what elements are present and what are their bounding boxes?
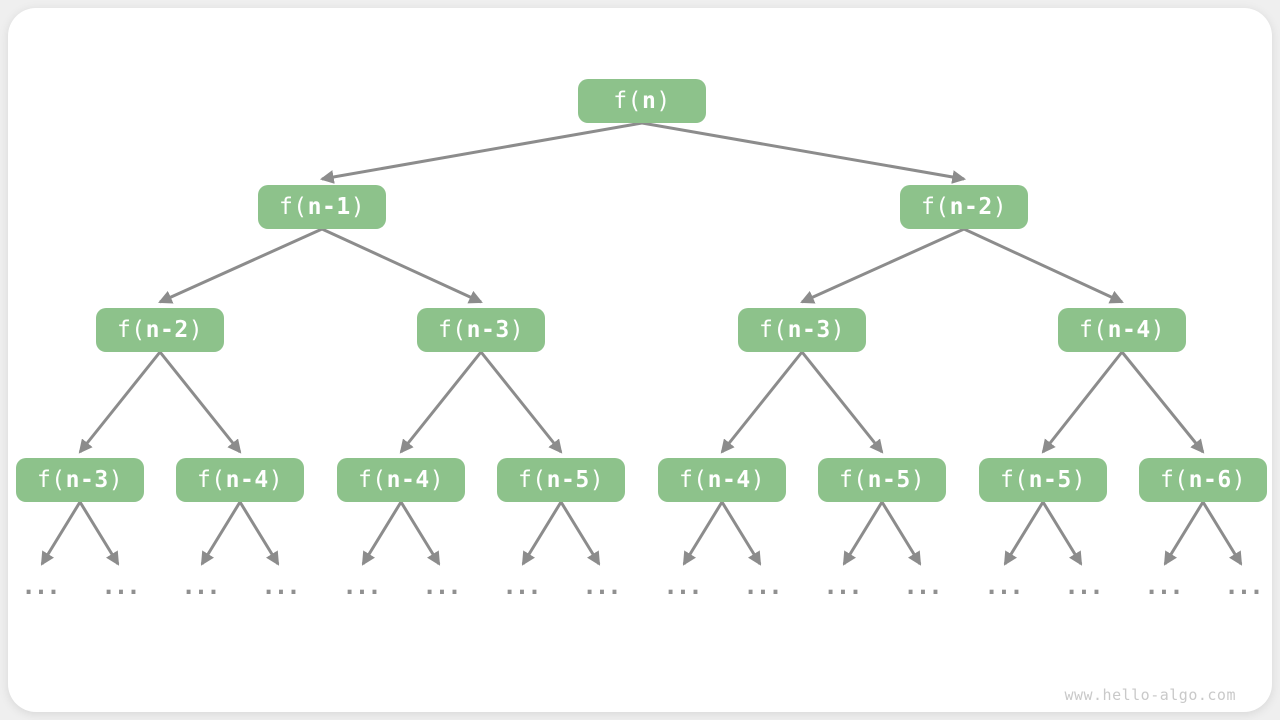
tree-node: f(n-2) <box>96 308 224 352</box>
tree-node: f(n-5) <box>818 458 946 502</box>
tree-node: f(n-2) <box>900 185 1028 229</box>
node-label-prefix: f( <box>838 467 868 493</box>
ellipsis: ... <box>1224 572 1263 600</box>
node-label-argument: n <box>641 88 657 114</box>
tree-node: f(n-4) <box>337 458 465 502</box>
tree-node: f(n-3) <box>417 308 545 352</box>
ellipsis: ... <box>1144 572 1183 600</box>
node-label-suffix: ) <box>830 317 846 343</box>
tree-node: f(n) <box>578 79 706 123</box>
node-label-prefix: f( <box>357 467 387 493</box>
node-label-prefix: f( <box>613 88 642 114</box>
node-label-suffix: ) <box>1231 467 1247 493</box>
ellipsis: ... <box>582 572 621 600</box>
node-label-prefix: f( <box>1159 467 1189 493</box>
node-label-argument: n-6 <box>1188 467 1232 493</box>
node-label-argument: n-3 <box>787 317 831 343</box>
node-label-argument: n-5 <box>546 467 590 493</box>
node-label-prefix: f( <box>517 467 547 493</box>
node-label-suffix: ) <box>910 467 926 493</box>
node-label-prefix: f( <box>196 467 226 493</box>
node-label-prefix: f( <box>278 194 308 220</box>
node-label-argument: n-2 <box>949 194 993 220</box>
ellipsis: ... <box>101 572 140 600</box>
node-label-suffix: ) <box>1150 317 1166 343</box>
node-label-suffix: ) <box>429 467 445 493</box>
ellipsis: ... <box>1064 572 1103 600</box>
ellipsis: ... <box>743 572 782 600</box>
tree-node: f(n-6) <box>1139 458 1267 502</box>
node-label-argument: n-3 <box>65 467 109 493</box>
node-label-suffix: ) <box>509 317 525 343</box>
node-label-suffix: ) <box>350 194 366 220</box>
node-label-argument: n-2 <box>145 317 189 343</box>
tree-node: f(n-4) <box>1058 308 1186 352</box>
tree-node: f(n-5) <box>497 458 625 502</box>
node-label-suffix: ) <box>750 467 766 493</box>
ellipsis: ... <box>663 572 702 600</box>
ellipsis: ... <box>984 572 1023 600</box>
ellipsis: ... <box>21 572 60 600</box>
node-label-prefix: f( <box>678 467 708 493</box>
node-label-suffix: ) <box>656 88 671 114</box>
node-label-argument: n-5 <box>867 467 911 493</box>
node-label-argument: n-3 <box>466 317 510 343</box>
ellipsis: ... <box>181 572 220 600</box>
ellipsis: ... <box>342 572 381 600</box>
node-label-suffix: ) <box>992 194 1008 220</box>
node-label-prefix: f( <box>36 467 66 493</box>
ellipsis: ... <box>422 572 461 600</box>
tree-node: f(n-3) <box>738 308 866 352</box>
tree-node: f(n-3) <box>16 458 144 502</box>
node-label-prefix: f( <box>920 194 950 220</box>
node-label-argument: n-1 <box>307 194 351 220</box>
node-label-prefix: f( <box>1078 317 1108 343</box>
tree-node: f(n-4) <box>658 458 786 502</box>
node-label-argument: n-4 <box>1107 317 1151 343</box>
node-label-argument: n-5 <box>1028 467 1072 493</box>
node-label-suffix: ) <box>188 317 204 343</box>
node-label-argument: n-4 <box>707 467 751 493</box>
watermark: www.hello-algo.com <box>1064 686 1236 704</box>
node-label-prefix: f( <box>437 317 467 343</box>
node-label-argument: n-4 <box>225 467 269 493</box>
node-label-suffix: ) <box>589 467 605 493</box>
node-label-argument: n-4 <box>386 467 430 493</box>
node-label-suffix: ) <box>1071 467 1087 493</box>
tree-node: f(n-5) <box>979 458 1107 502</box>
ellipsis: ... <box>261 572 300 600</box>
ellipsis: ... <box>903 572 942 600</box>
node-label-suffix: ) <box>108 467 124 493</box>
node-label-prefix: f( <box>999 467 1029 493</box>
ellipsis: ... <box>823 572 862 600</box>
tree-node: f(n-1) <box>258 185 386 229</box>
ellipsis: ... <box>502 572 541 600</box>
node-label-prefix: f( <box>758 317 788 343</box>
node-label-prefix: f( <box>116 317 146 343</box>
node-label-suffix: ) <box>268 467 284 493</box>
tree-node: f(n-4) <box>176 458 304 502</box>
